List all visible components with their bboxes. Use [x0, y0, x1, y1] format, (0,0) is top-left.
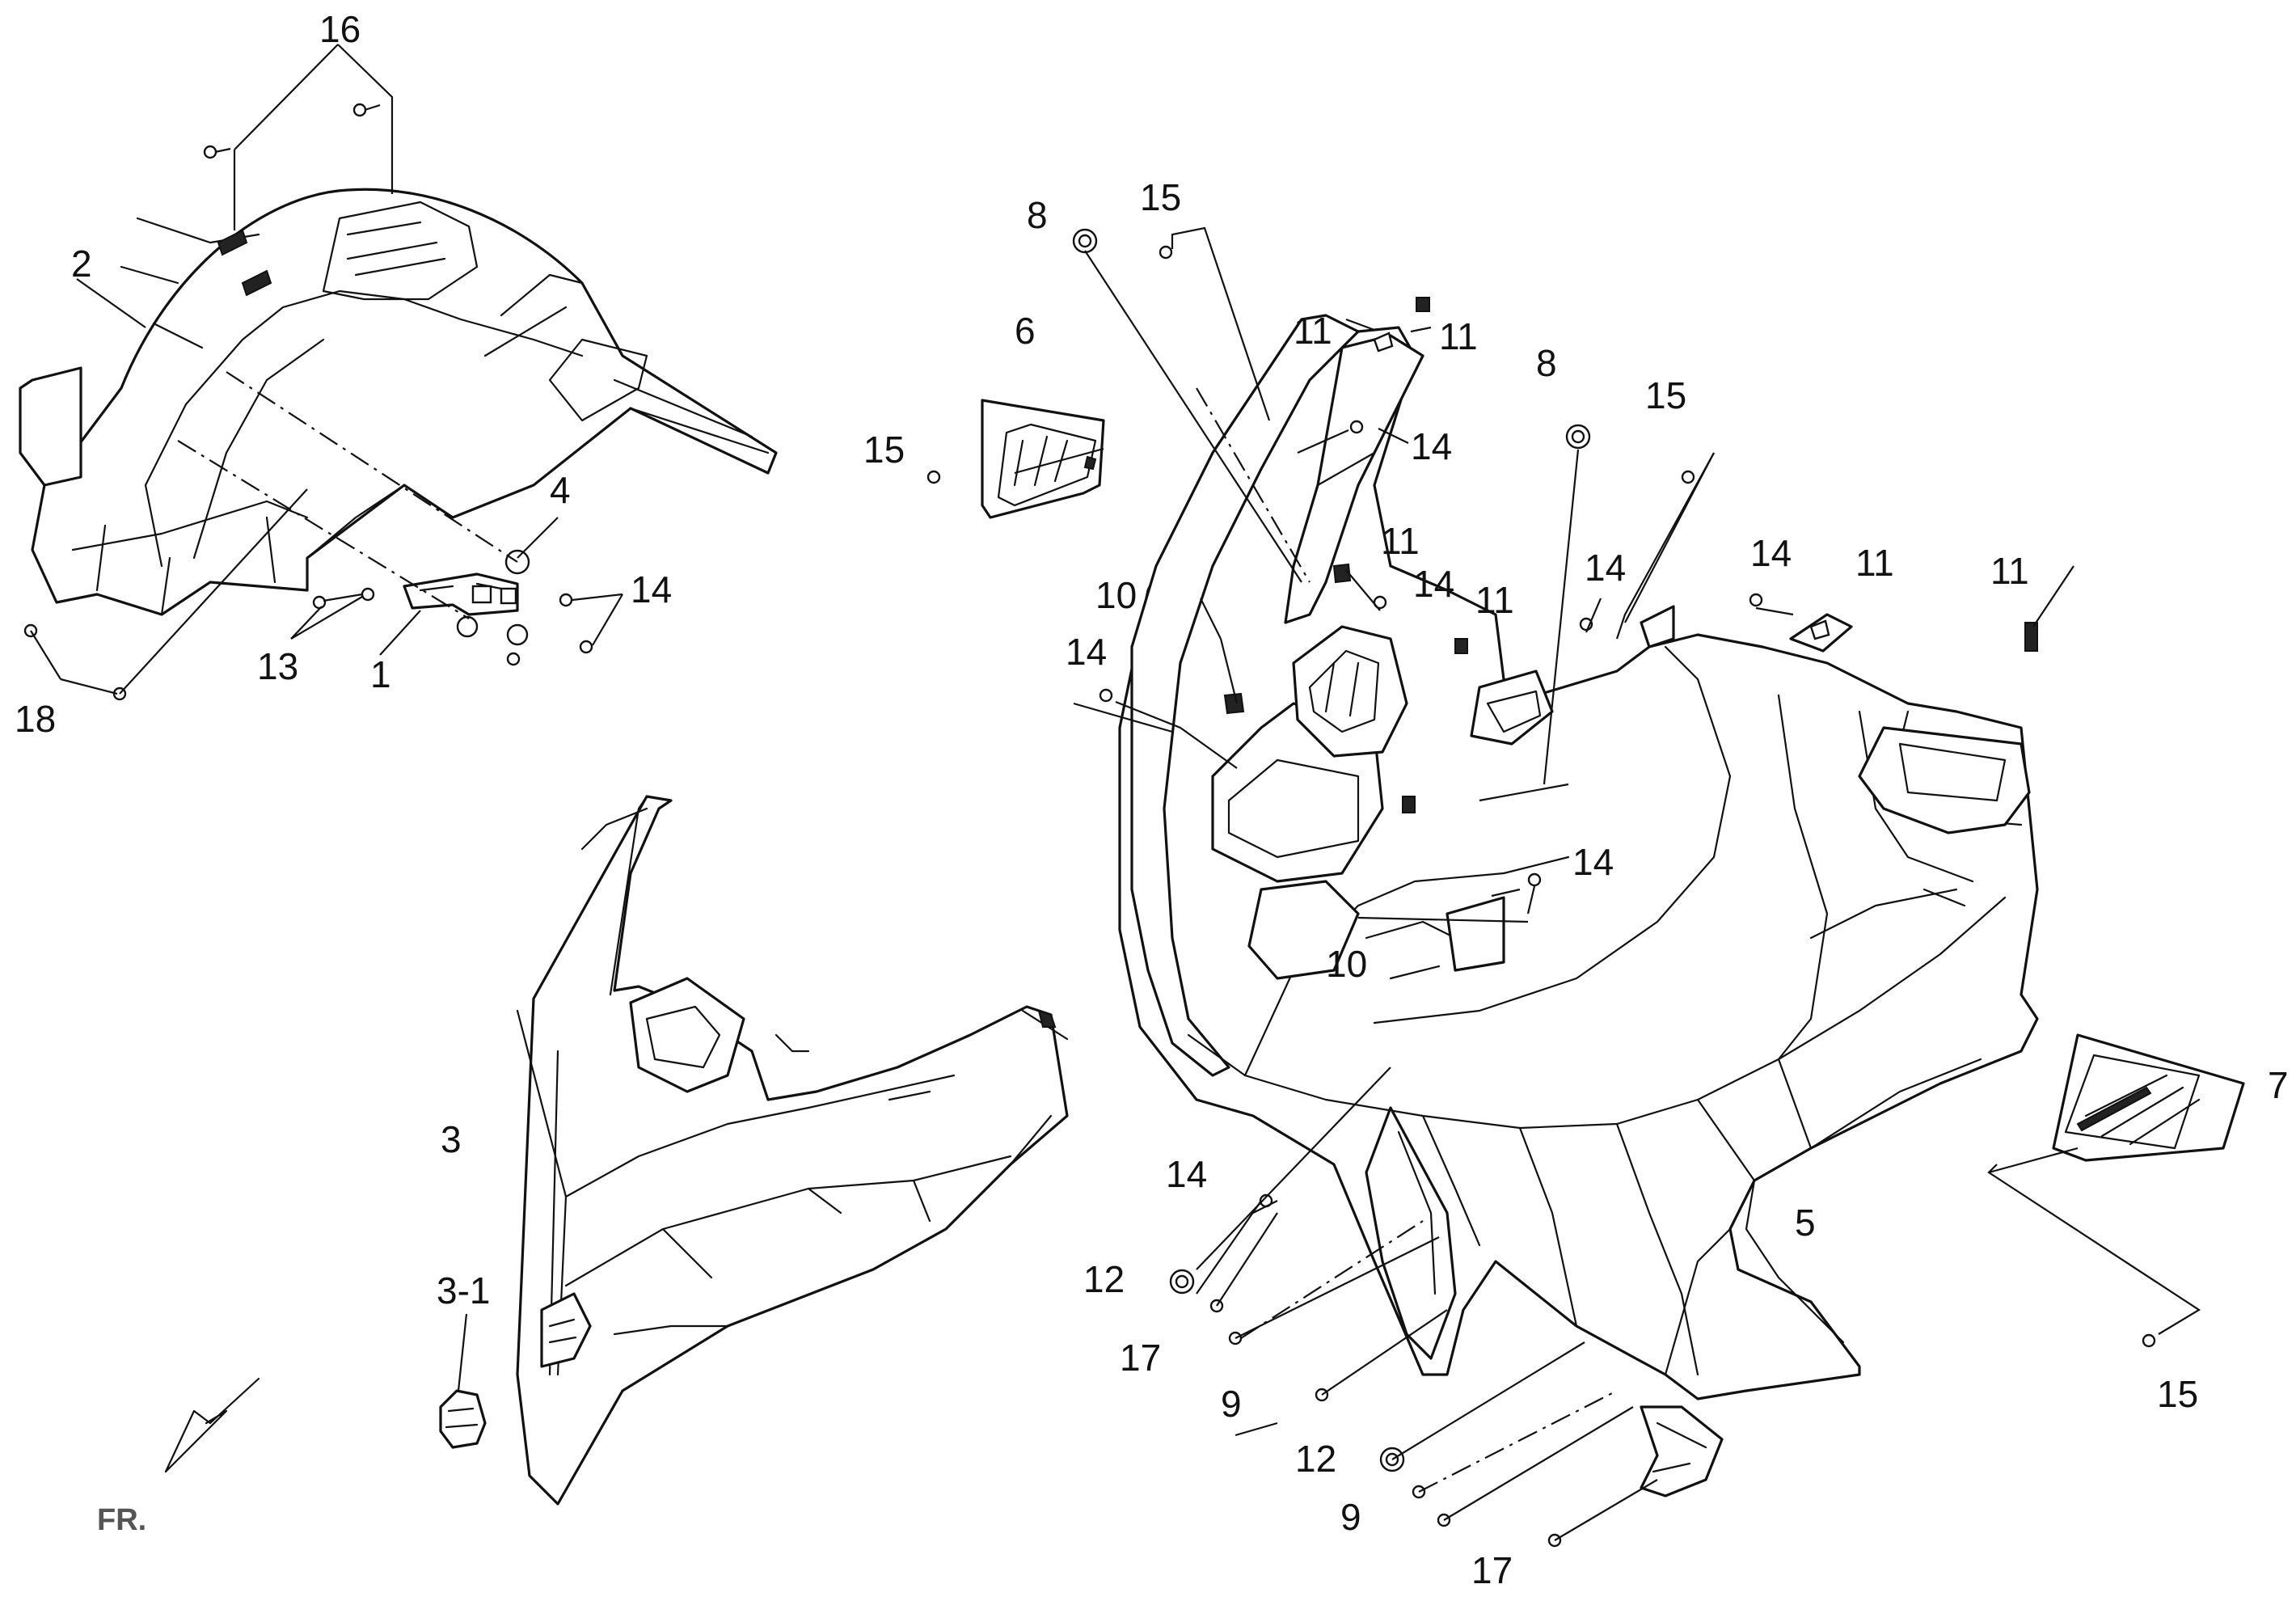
callout-5: 5 — [1795, 1202, 1816, 1244]
front-direction-label: FR. — [97, 1503, 146, 1537]
fasteners-18 — [23, 623, 127, 701]
callout-15-right: 15 — [1645, 374, 1686, 416]
callout-11-f: 11 — [1990, 550, 2029, 592]
callout-13: 13 — [257, 645, 298, 687]
part-1-bracket — [403, 549, 530, 646]
callout-15-left: 15 — [863, 429, 905, 471]
callout-14-left: 14 — [631, 568, 672, 610]
callout-12-upper: 12 — [1083, 1258, 1125, 1300]
callout-18: 18 — [15, 698, 56, 740]
callout-9-lower: 9 — [1340, 1496, 1361, 1538]
callout-11-c: 11 — [1381, 520, 1420, 562]
callout-14-mid: 14 — [1413, 563, 1454, 605]
callout-14-top: 14 — [1411, 425, 1452, 467]
callout-14-lower: 14 — [1572, 841, 1614, 883]
callout-8-right: 8 — [1536, 342, 1557, 384]
callout-1: 1 — [370, 653, 391, 695]
callout-15-top: 15 — [1140, 176, 1181, 218]
fastener-16-screws — [203, 103, 381, 159]
fasteners-14-left — [506, 593, 593, 666]
callout-labels: 16 2 4 14 13 1 18 3 3-1 FR. 8 15 6 15 11… — [15, 8, 2289, 1591]
callout-12-lower: 12 — [1295, 1438, 1336, 1480]
callout-17-lower: 17 — [1471, 1549, 1513, 1591]
callout-11-a: 11 — [1294, 310, 1332, 352]
callout-8-left: 8 — [1027, 194, 1048, 236]
callout-10-top: 10 — [1095, 574, 1137, 616]
callout-2: 2 — [71, 243, 92, 285]
callout-11-e: 11 — [1855, 542, 1894, 584]
callout-10-bottom: 10 — [1326, 943, 1367, 985]
part-3-1-grommet — [439, 1313, 487, 1449]
callout-14-right: 14 — [1750, 532, 1792, 574]
callout-7: 7 — [2268, 1064, 2289, 1106]
part-3-inner-panel — [516, 795, 1069, 1506]
callout-11-b: 11 — [1439, 315, 1478, 357]
fasteners-13 — [312, 587, 375, 610]
callout-11-d: 11 — [1475, 579, 1514, 621]
callout-9-upper: 9 — [1221, 1383, 1242, 1425]
callout-4: 4 — [550, 469, 571, 511]
callout-3-1: 3-1 — [437, 1269, 490, 1312]
part-5-front-shield — [1118, 297, 2039, 1498]
callout-15-bottom-right: 15 — [2157, 1373, 2198, 1415]
callout-6: 6 — [1015, 310, 1036, 352]
part-7-vent — [2052, 1033, 2245, 1162]
callout-14-far-left: 14 — [1066, 631, 1107, 673]
part-2-upper-cover — [19, 188, 778, 616]
callout-17-upper: 17 — [1120, 1337, 1161, 1379]
left-group-leaders — [30, 44, 623, 695]
callout-3: 3 — [441, 1118, 462, 1160]
callout-14-mid-right: 14 — [1585, 547, 1626, 589]
part-6-vent — [981, 399, 1105, 519]
callout-14-bottom: 14 — [1166, 1153, 1207, 1195]
front-direction-arrow — [164, 1377, 260, 1473]
callout-16: 16 — [319, 8, 361, 50]
right-group-leaders — [1014, 226, 2201, 1541]
